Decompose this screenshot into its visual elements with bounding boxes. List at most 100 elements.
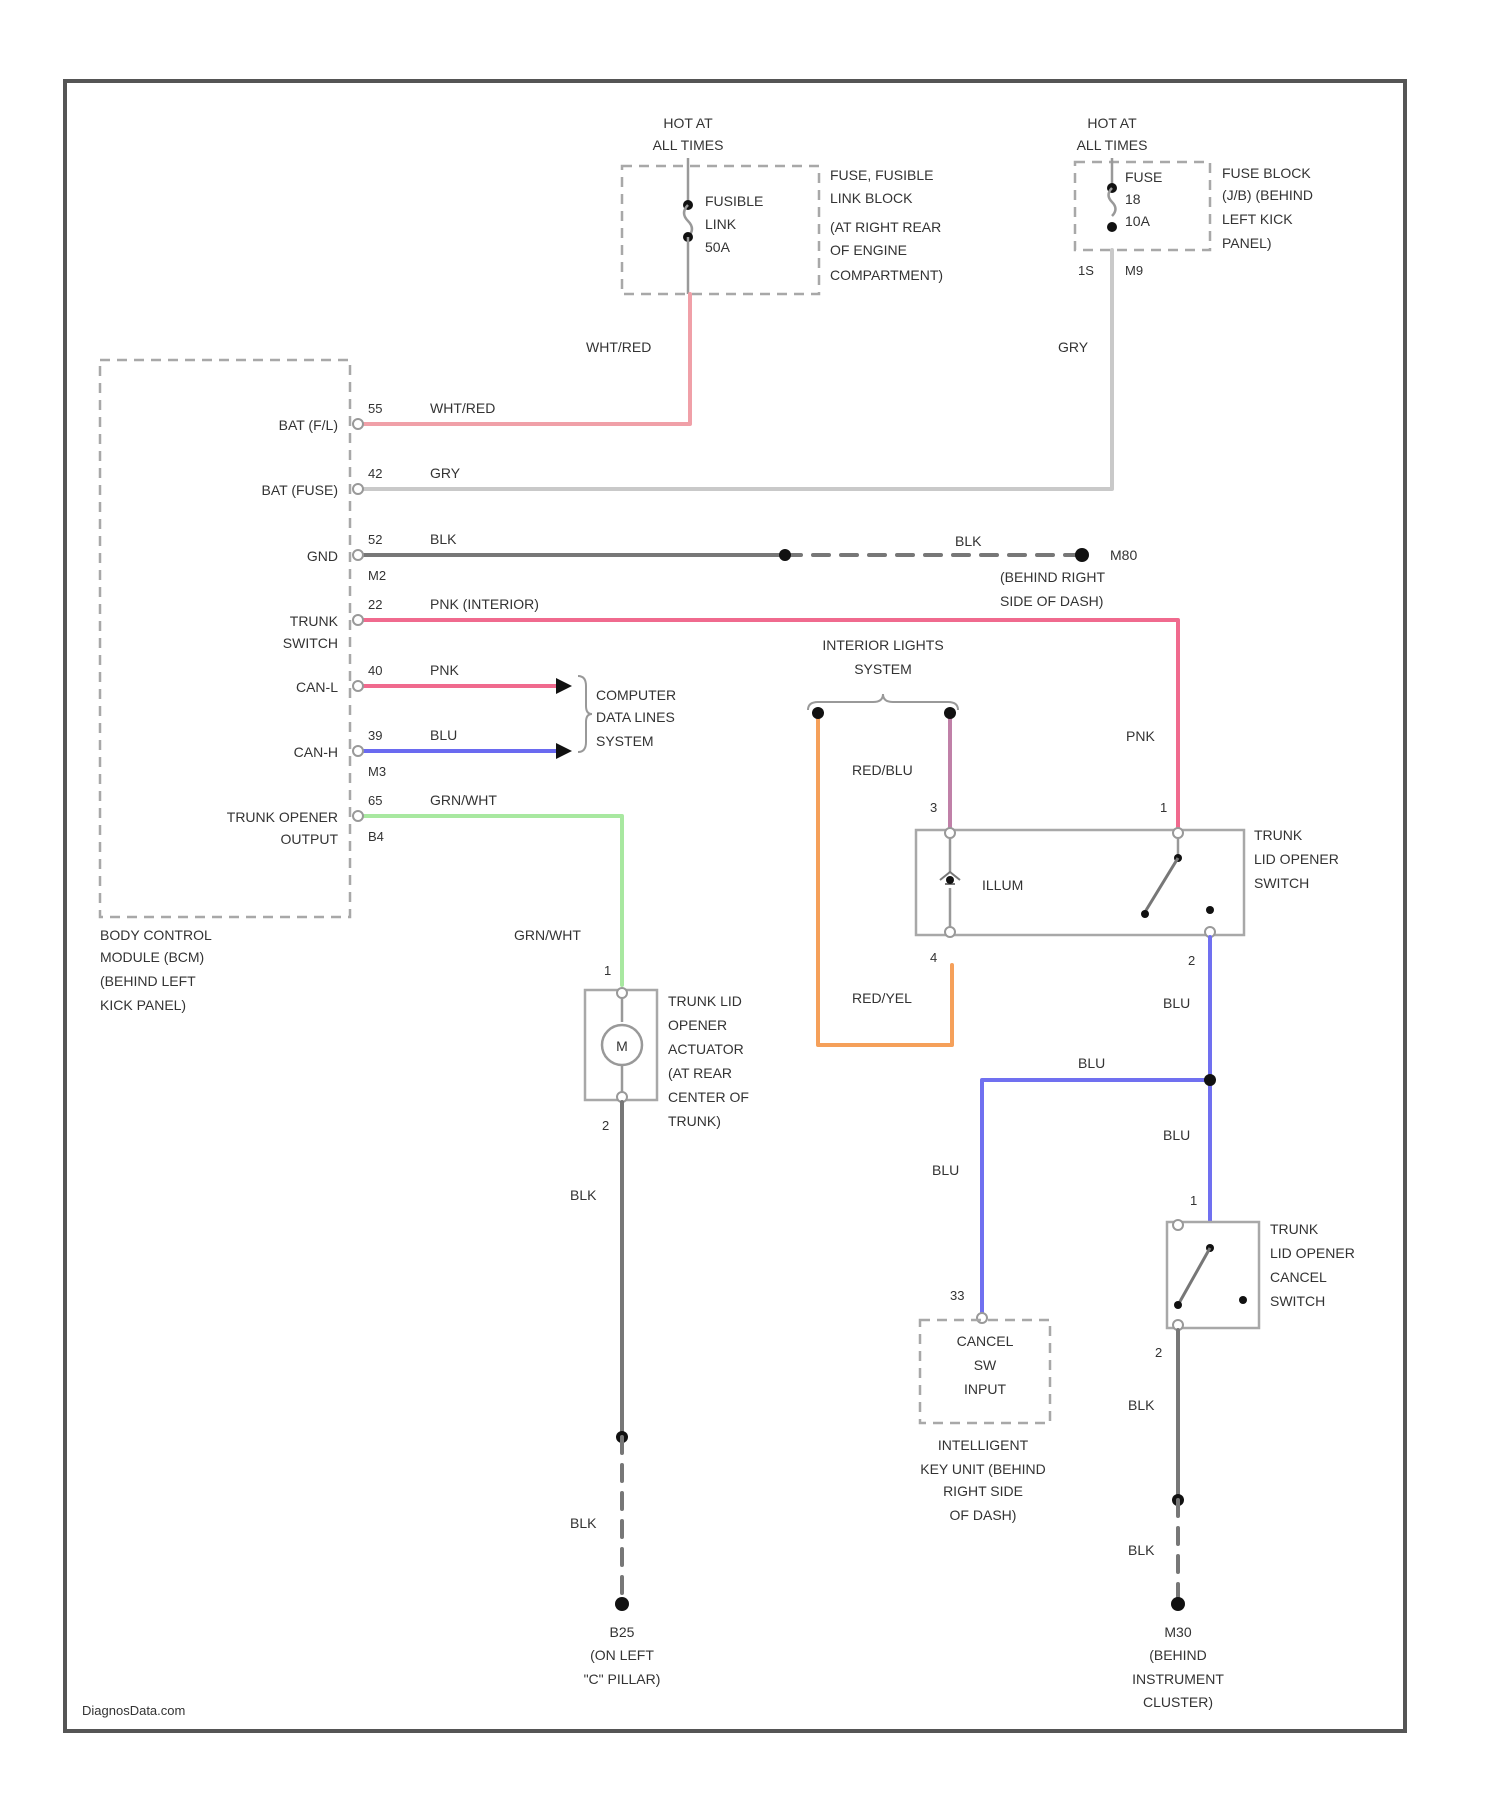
cancel-switch-label-1: TRUNK: [1270, 1221, 1319, 1237]
opener-pin-1: 1: [1160, 800, 1167, 815]
ikey-label-4: OF DASH): [950, 1507, 1017, 1523]
opener-switch-label-2: LID OPENER: [1254, 851, 1339, 867]
interior-lights-label-1: INTERIOR LIGHTS: [822, 637, 943, 653]
bcm-pin-trunk-switch: TRUNK SWITCH 22 PNK (INTERIOR): [283, 596, 539, 651]
svg-text:GRY: GRY: [430, 465, 461, 481]
interior-lights-terminal-left: [812, 707, 824, 719]
computer-data-label-3: SYSTEM: [596, 733, 654, 749]
ground-m30-dot: [1171, 1597, 1185, 1611]
bcm-pin-bat-fl: BAT (F/L) 55 WHT/RED: [279, 400, 496, 433]
interior-lights-bracket: [808, 694, 958, 710]
opener-switch-label-1: TRUNK: [1254, 827, 1303, 843]
motor-label: M: [616, 1038, 628, 1054]
cancel-switch-label-3: CANCEL: [1270, 1269, 1327, 1285]
hot-at-all-times-1-line2: ALL TIMES: [653, 137, 724, 153]
ground-m80-line1: (BEHIND RIGHT: [1000, 569, 1105, 585]
svg-text:BLU: BLU: [430, 727, 457, 743]
wire-label-pnk-right: PNK: [1126, 728, 1155, 744]
cancel-switch-label-2: LID OPENER: [1270, 1245, 1355, 1261]
opener-pin-3: 3: [930, 800, 937, 815]
opener-switch-label-3: SWITCH: [1254, 875, 1309, 891]
opener-pin-2: 2: [1188, 953, 1195, 968]
svg-text:TRUNK: TRUNK: [290, 613, 339, 629]
fusible-link-label-1: FUSIBLE: [705, 193, 763, 209]
svg-text:CAN-H: CAN-H: [294, 744, 338, 760]
ground-m80-line2: SIDE OF DASH): [1000, 593, 1103, 609]
opener-pin-4: 4: [930, 950, 937, 965]
computer-data-label-1: COMPUTER: [596, 687, 676, 703]
watermark: DiagnosData.com: [82, 1703, 185, 1718]
svg-text:M3: M3: [368, 764, 386, 779]
svg-text:TRUNK OPENER: TRUNK OPENER: [227, 809, 338, 825]
fuse-block-label-2: (J/B) (BEHIND: [1222, 187, 1313, 203]
interior-lights-label-2: SYSTEM: [854, 661, 912, 677]
wire-label-grn-wht: GRN/WHT: [514, 927, 581, 943]
can-l-arrow: [556, 678, 572, 694]
computer-data-label-2: DATA LINES: [596, 709, 675, 725]
svg-text:OUTPUT: OUTPUT: [280, 831, 338, 847]
ground-m80-dot: [1075, 548, 1089, 562]
cancel-switch-label-4: SWITCH: [1270, 1293, 1325, 1309]
cancel-pin-1: 1: [1190, 1193, 1197, 1208]
svg-text:CAN-L: CAN-L: [296, 679, 338, 695]
svg-text:PNK (INTERIOR): PNK (INTERIOR): [430, 596, 539, 612]
ground-m30-line1: (BEHIND: [1149, 1647, 1207, 1663]
ground-b25-line2: "C" PILLAR): [584, 1671, 661, 1687]
fusible-block-label-4: OF ENGINE: [830, 242, 907, 258]
ikey-label-1: INTELLIGENT: [938, 1437, 1029, 1453]
ground-m30-name: M30: [1164, 1624, 1191, 1640]
wire-label-blk-c: BLK: [1128, 1397, 1155, 1413]
bcm-label-1: BODY CONTROL: [100, 927, 212, 943]
wire-label-blu-4: BLU: [932, 1162, 959, 1178]
svg-text:M2: M2: [368, 568, 386, 583]
fusible-block-label-2: LINK BLOCK: [830, 190, 913, 206]
wire-label-blk-a: BLK: [570, 1187, 597, 1203]
fuse-pin-b: M9: [1125, 263, 1143, 278]
wire-label-blu-1: BLU: [1163, 995, 1190, 1011]
fuse-label-1: FUSE: [1125, 169, 1162, 185]
cancel-pin-2: 2: [1155, 1345, 1162, 1360]
wire-label-blk-gnd: BLK: [955, 533, 982, 549]
svg-text:B4: B4: [368, 829, 384, 844]
hot-at-all-times-2-line1: HOT AT: [1087, 115, 1137, 131]
wire-label-blu-3: BLU: [1163, 1127, 1190, 1143]
wire-label-red-yel: RED/YEL: [852, 990, 912, 1006]
wire-label-blu-2: BLU: [1078, 1055, 1105, 1071]
bcm-pin-bat-fuse: BAT (FUSE) 42 GRY: [262, 465, 461, 498]
svg-text:39: 39: [368, 728, 382, 743]
wire-label-blk-d: BLK: [1128, 1542, 1155, 1558]
fusible-block-label-1: FUSE, FUSIBLE: [830, 167, 933, 183]
hot-at-all-times-2-line2: ALL TIMES: [1077, 137, 1148, 153]
actuator-label-3: ACTUATOR: [668, 1041, 744, 1057]
fusible-link-label-3: 50A: [705, 239, 731, 255]
fuse-terminal-bottom: [1107, 222, 1117, 232]
actuator-pin-1: 1: [604, 963, 611, 978]
svg-text:52: 52: [368, 532, 382, 547]
bcm-label-4: KICK PANEL): [100, 997, 186, 1013]
svg-text:BAT (FUSE): BAT (FUSE): [262, 482, 339, 498]
bcm-label-2: MODULE (BCM): [100, 949, 204, 965]
ground-b25-dot: [615, 1597, 629, 1611]
svg-text:BLK: BLK: [430, 531, 457, 547]
cancel-switch-box: [1167, 1222, 1259, 1328]
svg-text:BAT (F/L): BAT (F/L): [279, 417, 338, 433]
wire-gry: [360, 250, 1112, 489]
ikey-pin: 33: [950, 1288, 964, 1303]
actuator-label-4: (AT REAR: [668, 1065, 732, 1081]
actuator-label-1: TRUNK LID: [668, 993, 742, 1009]
fuse-pin-a: 1S: [1078, 263, 1094, 278]
svg-text:PNK: PNK: [430, 662, 459, 678]
fuse-block-label-1: FUSE BLOCK: [1222, 165, 1311, 181]
ground-b25-line1: (ON LEFT: [590, 1647, 654, 1663]
svg-text:55: 55: [368, 401, 382, 416]
ground-m80-name: M80: [1110, 547, 1137, 563]
svg-text:GRN/WHT: GRN/WHT: [430, 792, 497, 808]
hot-at-all-times-1-line1: HOT AT: [663, 115, 713, 131]
wire-label-blk-b: BLK: [570, 1515, 597, 1531]
fuse-block-label-4: PANEL): [1222, 235, 1272, 251]
bcm-pin-trunk-opener-output: TRUNK OPENER OUTPUT 65 GRN/WHT B4: [227, 792, 498, 847]
actuator-label-5: CENTER OF: [668, 1089, 749, 1105]
svg-text:GND: GND: [307, 548, 338, 564]
svg-text:22: 22: [368, 597, 382, 612]
